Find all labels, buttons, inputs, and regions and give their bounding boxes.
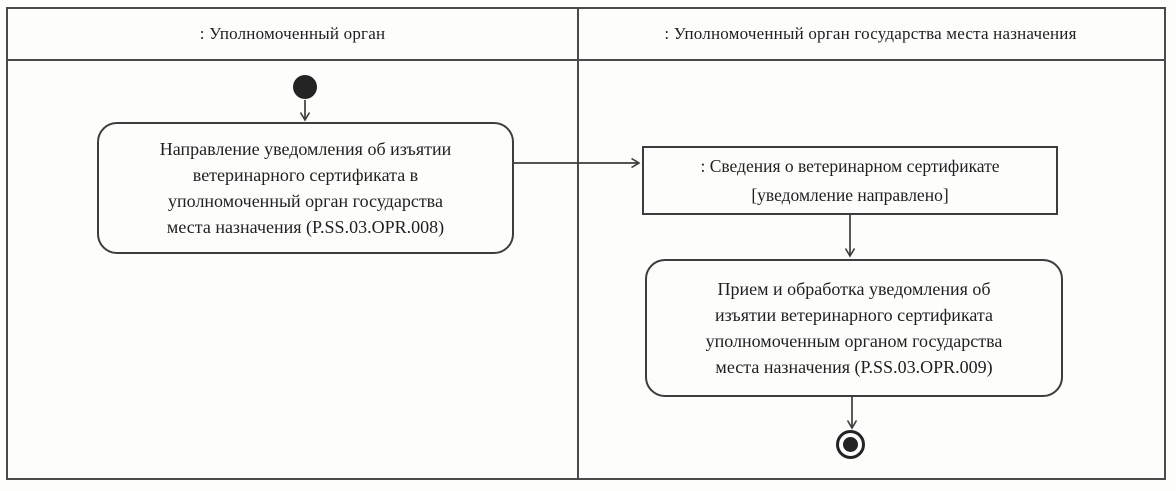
- swimlane-header-authorized-body: : Уполномоченный орган: [8, 9, 577, 59]
- activity-label-line: места назначения (P.SS.03.OPR.008): [166, 217, 445, 237]
- activity-label-line: изъятии ветеринарного сертификата: [714, 305, 994, 325]
- swimlane-frame: : Уполномоченный орган : Уполномоченный …: [6, 7, 1166, 480]
- activity-label-line: Прием и обработка уведомления об: [717, 279, 991, 299]
- activity-label-line: места назначения (P.SS.03.OPR.009): [715, 357, 993, 377]
- activity-label-line: уполномоченным органом государства: [705, 331, 1003, 351]
- activity-label-line: ветеринарного сертификата в: [192, 165, 419, 185]
- lane-label: : Уполномоченный орган государства места…: [664, 24, 1077, 43]
- swimlane-header-destination-authority: : Уполномоченный орган государства места…: [577, 9, 1164, 59]
- lane-divider: [577, 9, 579, 478]
- object-state: [уведомление направлено]: [751, 184, 949, 205]
- activity-label-line: Направление уведомления об изъятии: [159, 139, 452, 159]
- final-node-icon: [836, 430, 865, 459]
- lane-label: : Уполномоченный орган: [199, 24, 386, 43]
- initial-node-icon: [293, 75, 317, 99]
- object-title: : Сведения о ветеринарном сертификате: [700, 155, 1000, 176]
- swimlane-header-row: : Уполномоченный орган : Уполномоченный …: [8, 9, 1164, 61]
- activity-label-line: уполномоченный орган государства: [168, 191, 443, 211]
- activity-send-withdrawal-notification: Направление уведомления об изъятии ветер…: [97, 122, 514, 254]
- activity-receive-process-notification: Прием и обработка уведомления об изъятии…: [645, 259, 1063, 397]
- object-vet-certificate-info: : Сведения о ветеринарном сертификате [у…: [642, 146, 1058, 215]
- final-node-inner-dot: [843, 437, 858, 452]
